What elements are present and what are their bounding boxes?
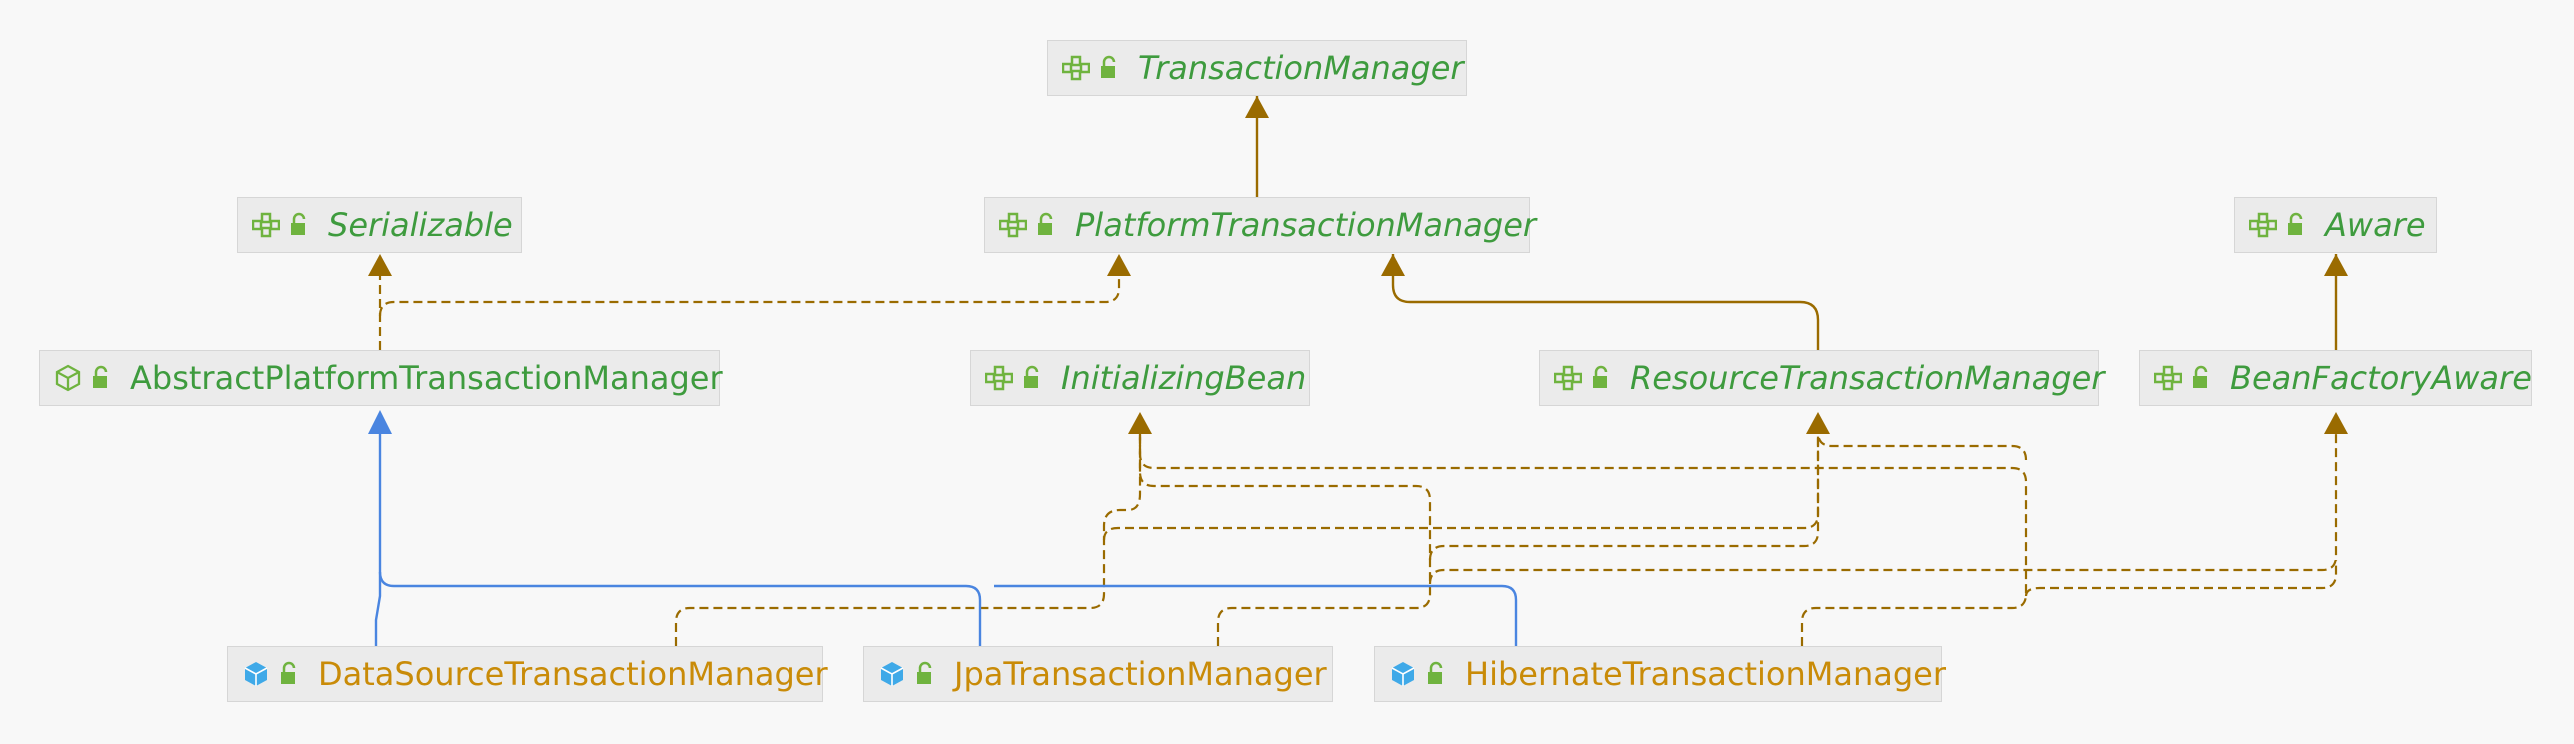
- edge-jpa-to-initializing: [1138, 434, 1432, 646]
- class-icon: [880, 662, 904, 686]
- public-lock-icon: [1593, 365, 1608, 388]
- class-icon: [1391, 662, 1415, 686]
- edge-hibernate-to-beanfactoryaware: [2024, 560, 2338, 597]
- node-label: BeanFactoryAware: [2230, 359, 2532, 397]
- edge-abstract-to-platform: [378, 276, 1121, 317]
- node-label: PlatformTransactionManager: [1075, 206, 1537, 244]
- arrowhead-abstract: [368, 410, 392, 434]
- node-label: DataSourceTransactionManager: [318, 655, 828, 693]
- arrowhead-platform-dashed: [1107, 254, 1131, 276]
- edge-hibernate-to-resource: [1816, 431, 2028, 461]
- node-bean-factory-aware[interactable]: BeanFactoryAware: [2139, 350, 2532, 406]
- public-lock-icon: [2288, 212, 2303, 235]
- implements-edges: [378, 276, 2338, 646]
- interface-icon: [2249, 212, 2277, 238]
- extends-arrowheads: [368, 96, 2348, 434]
- node-label: TransactionManager: [1138, 49, 1464, 87]
- arrowhead-platform: [1381, 254, 1405, 276]
- edge-jpa-to-beanfactoryaware: [1428, 434, 2338, 585]
- node-transaction-manager[interactable]: TransactionManager: [1047, 40, 1467, 96]
- node-label: AbstractPlatformTransactionManager: [130, 359, 723, 397]
- arrowhead-transaction-manager: [1245, 96, 1269, 118]
- arrowhead-initializing-bean: [1128, 412, 1152, 434]
- node-label: HibernateTransactionManager: [1465, 655, 1946, 693]
- node-label: JpaTransactionManager: [954, 655, 1327, 693]
- node-label: InitializingBean: [1061, 359, 1307, 397]
- node-resource-transaction-manager[interactable]: ResourceTransactionManager: [1539, 350, 2104, 406]
- arrowhead-resource: [1806, 412, 1830, 434]
- edge-hibernate-to-initializing: [1138, 434, 2028, 646]
- arrowhead-aware: [2324, 254, 2348, 276]
- node-platform-transaction-manager[interactable]: PlatformTransactionManager: [984, 197, 1536, 253]
- edge-datasource-to-abstract: [374, 434, 382, 646]
- public-lock-icon: [917, 661, 932, 684]
- node-label: ResourceTransactionManager: [1630, 359, 2105, 397]
- node-label: Serializable: [328, 206, 513, 244]
- abstract-class-icon: [55, 364, 81, 392]
- edge-jpa-to-resource: [1428, 434, 1820, 561]
- class-inheritance-edges: [374, 434, 1518, 646]
- public-lock-icon: [1428, 661, 1443, 684]
- public-lock-icon: [281, 661, 296, 684]
- edge-resource-to-platform: [1391, 254, 1820, 350]
- node-datasource-transaction-manager[interactable]: DataSourceTransactionManager: [227, 646, 828, 702]
- public-lock-icon: [93, 365, 108, 388]
- interface-icon: [999, 212, 1027, 238]
- node-serializable[interactable]: Serializable: [237, 197, 522, 253]
- edge-datasource-to-resource: [1102, 434, 1820, 541]
- interface-icon: [985, 365, 1013, 391]
- public-lock-icon: [1038, 212, 1053, 235]
- node-jpa-transaction-manager[interactable]: JpaTransactionManager: [863, 646, 1333, 702]
- public-lock-icon: [291, 212, 306, 235]
- node-aware[interactable]: Aware: [2234, 197, 2437, 253]
- class-icon: [244, 662, 268, 686]
- interface-icon: [252, 212, 280, 238]
- edge-hibernate-to-abstract: [994, 584, 1518, 646]
- arrowhead-beanfactoryaware: [2324, 412, 2348, 434]
- interface-icon: [1062, 55, 1090, 81]
- node-abstract-platform-transaction-manager[interactable]: AbstractPlatformTransactionManager: [39, 350, 723, 406]
- interface-icon: [1554, 365, 1582, 391]
- arrowhead-serializable: [368, 254, 392, 276]
- edge-jpa-to-abstract: [378, 571, 982, 646]
- node-hibernate-transaction-manager[interactable]: HibernateTransactionManager: [1374, 646, 1946, 702]
- public-lock-icon: [2193, 365, 2208, 388]
- interface-icon: [2154, 365, 2182, 391]
- public-lock-icon: [1024, 365, 1039, 388]
- public-lock-icon: [1101, 55, 1116, 78]
- edge-datasource-to-initializing: [674, 434, 1142, 646]
- node-label: Aware: [2325, 206, 2426, 244]
- node-initializing-bean[interactable]: InitializingBean: [970, 350, 1310, 406]
